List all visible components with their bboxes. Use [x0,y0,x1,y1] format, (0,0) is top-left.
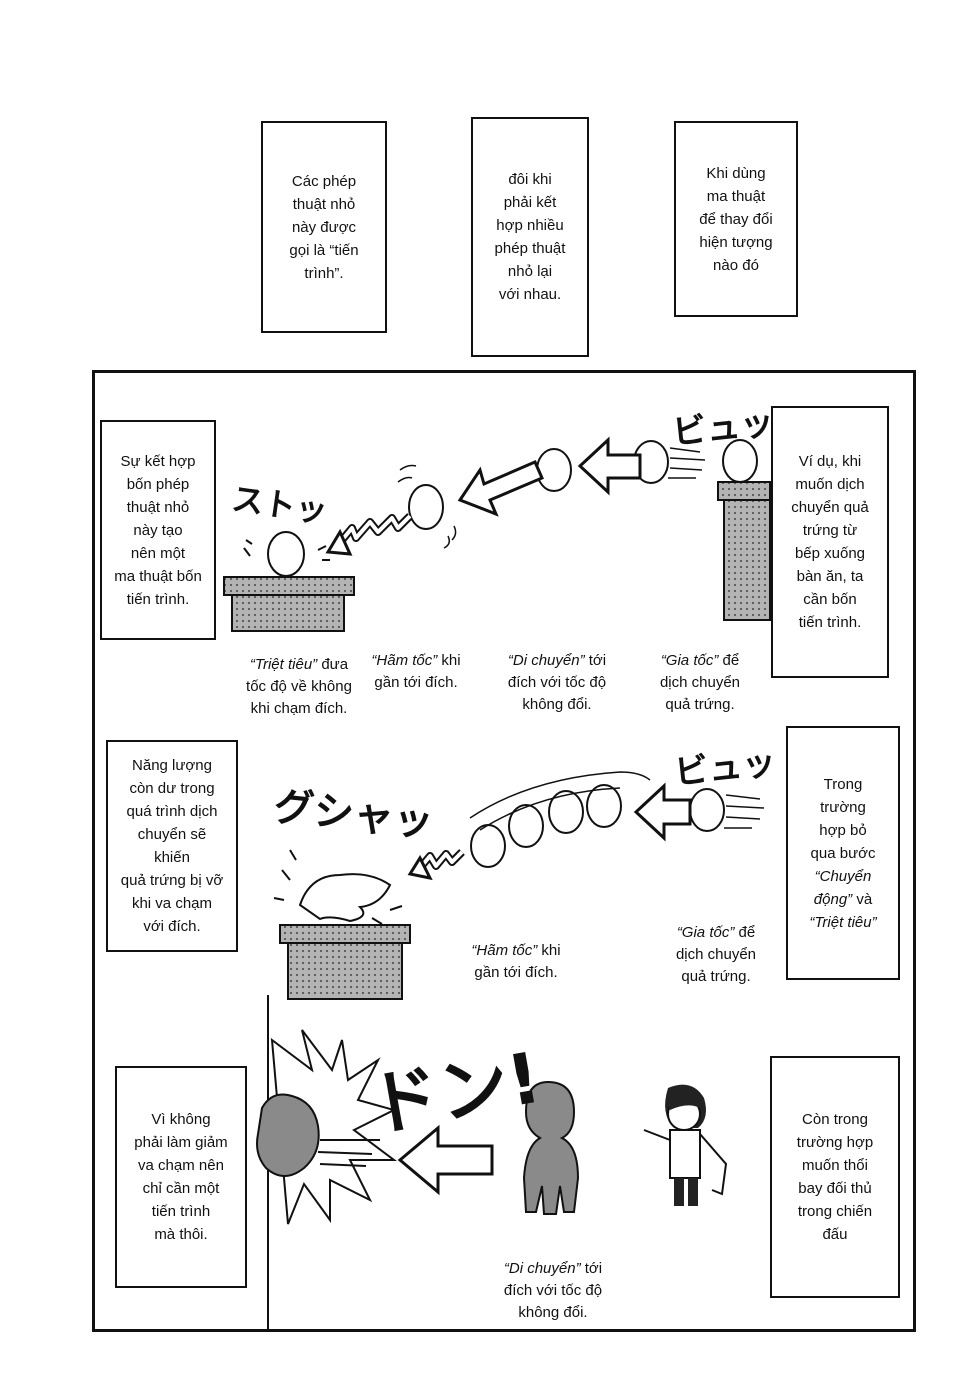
caption-move-1: “Di chuyển” tới đích với tốc độ không đổ… [507,652,607,713]
flying-opponent [256,1093,320,1177]
row3-right-box: Còn trong trường hợp muốn thổi bay đối t… [770,1056,900,1298]
caption-decel-1: “Hãm tốc” khi gần tới đích. [371,652,461,691]
main-panel [92,370,916,1332]
caption-decel-2: “Hãm tốc” khi gần tới đích. [471,942,561,981]
arrow-3 [633,782,692,842]
caption-move-3: “Di chuyển” tới đích với tốc độ không đổ… [503,1260,603,1321]
row2-right-box-term2: “Triệt tiêu” [809,913,877,931]
start-pedestal-1 [717,481,771,621]
narration-box-1: Các phép thuật nhỏ này được gọi là “tiến… [261,121,387,333]
egg-chain-4 [470,824,506,868]
egg-move-1 [536,448,572,492]
arrow-1 [577,436,642,496]
row1-right-box: Ví dụ, khi muốn dịch chuyển quả trứng từ… [771,406,889,678]
caption-accel-1: “Gia tốc” để dịch chuyển quả trứng. [659,652,741,713]
caster-character [643,1084,728,1206]
broken-egg [298,873,392,923]
egg-start-2 [689,788,725,832]
row2-right-box-term1: “Chuyển động” [813,867,872,908]
impact-burst [270,1029,397,1225]
caption-accel-2: “Gia tốc” để dịch chuyển quả trứng. [675,924,757,985]
row1-left-box: Sự kết hợp bốn phép thuật nhỏ này tạo nê… [100,420,216,640]
egg-start-1 [722,439,758,483]
narration-box-3: Khi dùng ma thuật để thay đổi hiện tượng… [674,121,798,317]
row2-right-box: Trong trường hợp bỏ qua bước “Chuyển độn… [786,726,900,980]
narration-box-2: đôi khi phải kết hợp nhiều phép thuật nh… [471,117,589,357]
arrow-4 [397,1124,494,1196]
egg-chain-3 [508,804,544,848]
egg-decel-1 [408,484,444,530]
row2-left-box: Năng lượng còn dư trong quá trình dịch c… [106,740,238,952]
row3-left-box: Vì không phải làm giảm va chạm nên chỉ c… [115,1066,247,1288]
egg-landed-1 [267,531,305,577]
row2-right-box-intro: Trong trường hợp bỏ qua bước [810,775,876,862]
crash-pedestal [279,924,411,1000]
egg-chain-2 [548,790,584,834]
arrow-2 [457,460,544,517]
end-pedestal-1 [223,576,355,632]
silhouette-figure [522,1080,580,1215]
caption-cancel-1: “Triệt tiêu” đưa tốc độ về không khi chạ… [246,656,352,717]
egg-chain-1 [586,784,622,828]
